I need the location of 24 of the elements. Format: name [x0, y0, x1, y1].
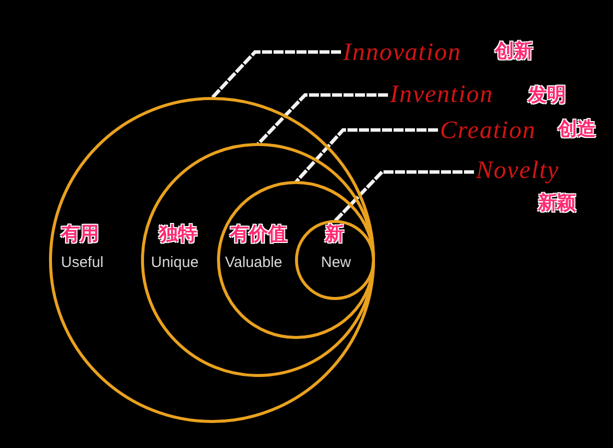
circle [141, 143, 375, 377]
circle [49, 97, 375, 423]
leader-line [334, 170, 474, 222]
leader-line [294, 128, 438, 184]
callout-term: Invention [390, 82, 494, 107]
leader-line [256, 93, 388, 146]
english-term: Useful [61, 255, 104, 270]
chinese-term: 新 [325, 225, 344, 244]
callout-term: Novelty [476, 158, 560, 183]
chinese-term: 有价值 [230, 225, 287, 244]
leader-line [210, 50, 341, 100]
chinese-term: 创造 [558, 120, 596, 139]
callout-term: Creation [440, 118, 536, 143]
chinese-term: 发明 [528, 86, 566, 105]
circle [217, 181, 375, 339]
chinese-term: 新颖 [538, 194, 576, 213]
chinese-term: 独特 [159, 225, 197, 244]
callout-term: Innovation [343, 40, 462, 65]
chinese-term: 创新 [495, 42, 533, 61]
chinese-term: 有用 [61, 225, 99, 244]
english-term: Valuable [225, 255, 282, 270]
english-term: New [321, 255, 352, 270]
english-term: Unique [151, 255, 199, 270]
circle [295, 220, 375, 300]
